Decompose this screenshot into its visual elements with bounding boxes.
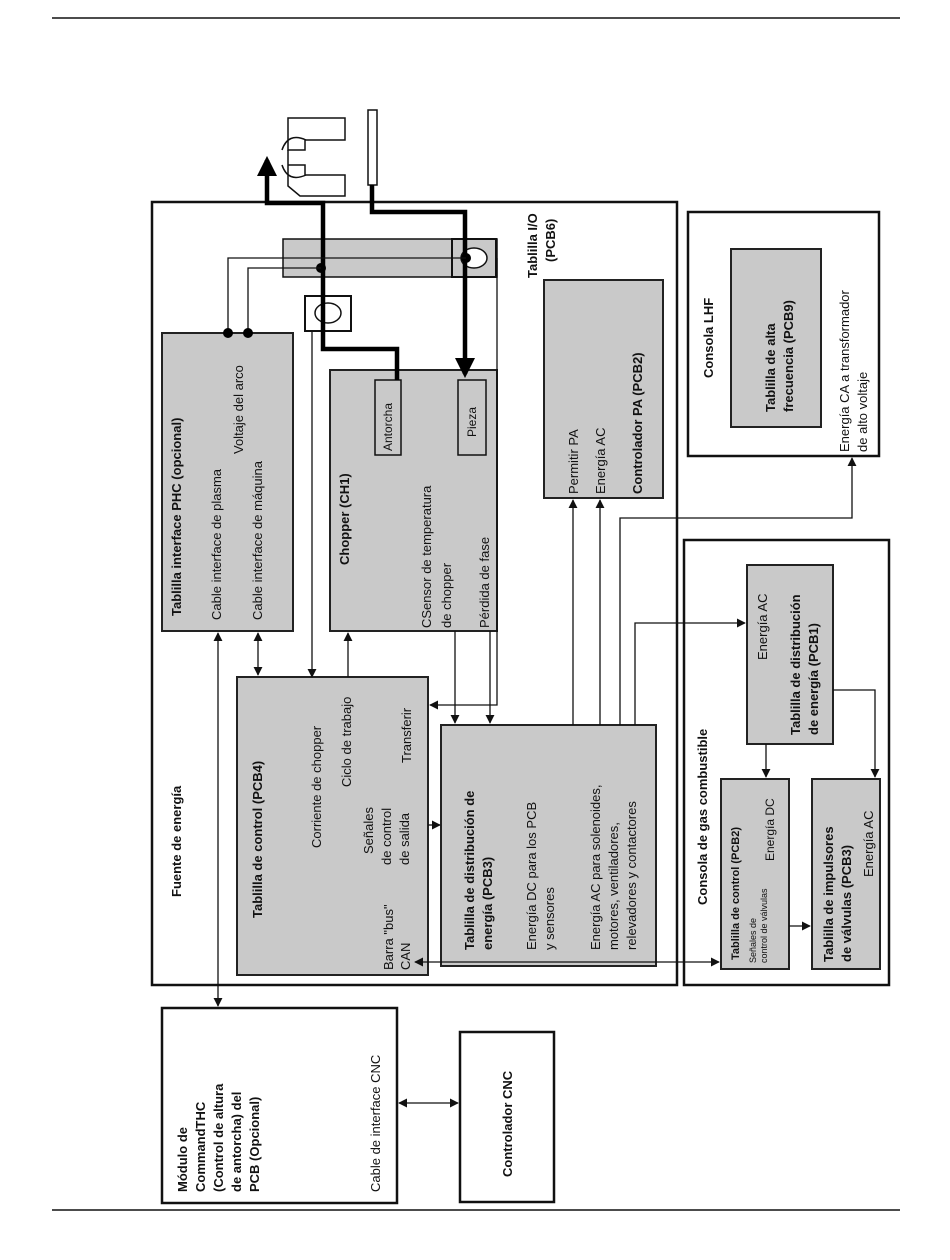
transfer-link [429,258,498,710]
antorcha-label: Antorcha [381,403,395,451]
hf-board-2: frecuencia (PCB9) [781,300,796,412]
dist-title-1: Tablilla de distribución de [462,791,477,950]
gas-dist-title-2: de energía (PCB1) [806,623,821,735]
work-piece-icon [367,109,378,186]
thc-title-3: (Control de altura [211,1083,226,1192]
current-sensor-box [304,295,352,332]
thc-module-box [160,1006,399,1205]
power-supply-frame [150,200,679,987]
chopper-sensor-2: de chopper [439,562,454,628]
pieza-label: Pieza [465,407,479,437]
dist-title-2: energía (PCB3) [480,857,495,950]
gas-control-board [720,778,790,970]
arc-voltage-wire-1 [227,257,466,333]
control-canbus-2: CAN [398,943,413,970]
torch-clamp-icon [281,117,346,197]
pieza-terminal [457,379,487,456]
gas-title: Consola de gas combustible [695,729,710,905]
pa-permit: Permitir PA [566,429,581,494]
control-chopper-current: Corriente de chopper [309,725,324,848]
gas-control-signals-1: Señales de [748,918,758,963]
control-board [236,676,429,976]
dist-dc-2: y sensores [542,887,557,950]
gas-dist-energy: Energía AC [755,594,770,661]
valve-energy: Energía AC [861,811,876,878]
lhf-console-frame [686,210,881,458]
pa-title: Controlador PA (PCB2) [630,352,645,494]
phc-title: Tablilla interface PHC (opcional) [169,418,184,616]
chopper-sensor-1: CSensor de temperatura [419,485,434,628]
control-duty-cycle: Ciclo de trabajo [339,697,354,787]
control-title: Tablilla de control (PCB4) [250,761,265,918]
phc-board [161,332,294,632]
valve-driver-board [811,778,881,970]
gas-console-frame [682,538,891,987]
distribution-board [440,724,657,967]
control-signals-2: de control [379,808,394,865]
thc-cable-label: Cable de interface CNC [368,1055,383,1192]
lhf-energy-2: de alto voltaje [855,372,870,452]
thc-title-1: Módulo de [175,1127,190,1192]
cnc-controller-box [458,1030,556,1204]
lhf-title: Consola LHF [701,298,716,378]
pa-ac: Energía AC [593,428,608,495]
hf-board-1: Tablilla de alta [763,323,778,412]
io-board-label-2: (PCB6) [543,219,558,262]
antorcha-terminal [374,379,402,456]
phc-terminal-2 [243,328,253,338]
dist-ac-3: relevadores y contactores [624,801,639,950]
chopper-title: Chopper (CH1) [337,473,352,565]
gas-control-energy: Energía DC [763,798,777,861]
power-supply-title: Fuente de energía [169,785,184,897]
current-sensor-ring [314,302,342,324]
dist-dc-1: Energía DC para los PCB [524,802,539,950]
phc-terminal-1 [223,328,233,338]
dist-ac-2: motores, ventiladores, [606,822,621,950]
valve-title-1: Tablilla de impulsores [821,826,836,962]
control-signals-3: de salida [397,812,412,865]
control-transfer: Transferir [399,707,414,763]
control-signals-1: Señales [361,807,376,854]
gas-distribution-board [746,564,834,745]
phc-cable-machine: Cable interface de máquina [250,460,265,620]
gas-valve-ac-link [833,689,880,778]
phc-arc-voltage: Voltaje del arco [231,365,246,454]
thc-title-4: de antorcha) del [229,1092,244,1192]
dist-ac-1: Energía AC para solenoides, [588,785,603,951]
work-power-lead [369,185,476,379]
arc-voltage-wire-2 [247,267,321,333]
valve-title-2: de válvulas (PCB3) [839,845,854,962]
torch-power-lead [256,155,400,380]
hf-board [730,248,822,428]
thc-title-2: CommandTHC [193,1101,208,1192]
gas-control-title: Tablilla de control (PCB2) [730,827,742,960]
control-canbus-1: Barra "bus" [381,904,396,970]
cnc-title: Controlador CNC [500,1070,515,1177]
gas-ac-link [634,618,746,725]
lhf-energy-1: Energía CA a transformador [837,289,852,452]
phc-cable-plasma: Cable interface de plasma [209,468,224,620]
chopper-phase-loss: Pérdida de fase [477,537,492,628]
gas-dist-title-1: Tablilla de distribución [788,594,803,735]
pa-controller-board [543,279,664,499]
thc-title-5: PCB (Opcional) [247,1097,262,1192]
gas-control-signals-2: control de válvulas [759,888,769,963]
lhf-ac-link [619,457,857,725]
io-board-label-1: Tablilla I/O [525,213,540,278]
